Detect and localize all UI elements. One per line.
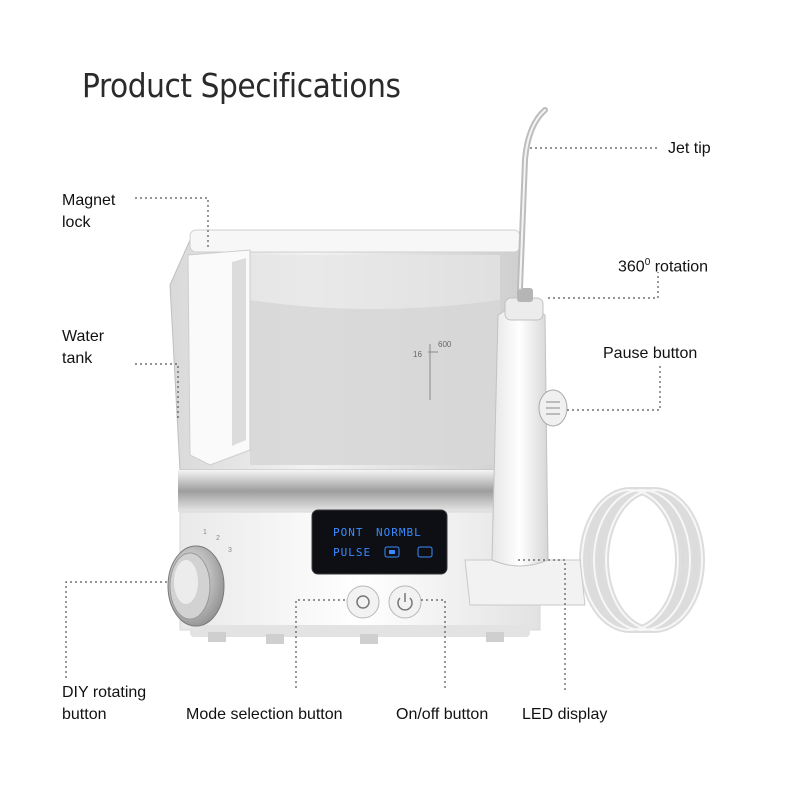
leader-diy-button (65, 581, 168, 678)
callout-mode-button: Mode selection button (186, 706, 343, 723)
callout-rotation: 3600 rotation (618, 252, 708, 278)
callout-water-tank: Water tank (62, 326, 104, 370)
led-mode-normal: NORMBL (376, 526, 422, 539)
callout-rotation-degree: 0 (644, 257, 651, 268)
svg-text:2: 2 (216, 535, 220, 542)
leader-water-tank (135, 363, 179, 420)
handle-holder (464, 559, 586, 606)
svg-text:3: 3 (228, 547, 232, 554)
callout-jet-tip: Jet tip (668, 140, 711, 157)
callout-water-tank-line2: tank (62, 350, 93, 367)
tank-scale-top: 600 (438, 340, 452, 349)
callout-water-tank-line1: Water (62, 328, 105, 345)
callout-magnet-lock: Magnet lock (62, 190, 115, 234)
callout-magnet-lock-line2: lock (62, 214, 91, 231)
flosser-handle[interactable] (491, 288, 549, 567)
jet-tip (517, 107, 548, 291)
callout-pause-button: Pause button (603, 345, 698, 362)
hose-coil (579, 487, 705, 633)
callout-diy-button-line1: DIY rotating (62, 684, 147, 701)
leader-magnet-lock (135, 197, 209, 248)
callout-diy-button: DIY rotating button (62, 682, 146, 726)
callout-magnet-lock-line1: Magnet (62, 192, 116, 209)
callout-rotation-value: 360 (618, 258, 645, 276)
leader-pause-button (567, 365, 661, 411)
mode-selection-button[interactable] (346, 585, 380, 619)
callout-onoff-button: On/off button (396, 706, 489, 723)
water-tank: 600 16 (169, 229, 521, 471)
leader-mode-button (295, 599, 346, 688)
led-mode-point: PONT (333, 526, 364, 539)
tank-scale-side: 16 (413, 350, 422, 359)
svg-text:1: 1 (203, 529, 207, 536)
leader-rotation (548, 272, 659, 299)
pause-button[interactable] (538, 389, 568, 427)
led-mode-pulse: PULSE (333, 546, 371, 559)
led-display: PONT NORMBL PULSE (311, 509, 448, 575)
leader-led-display (515, 559, 566, 690)
callout-diy-button-line2: button (62, 706, 107, 723)
diy-rotating-knob[interactable] (167, 545, 225, 627)
page-title: Product Specifications (82, 66, 401, 105)
chrome-band (178, 470, 498, 512)
callout-led-display: LED display (522, 706, 608, 723)
on-off-button[interactable] (388, 585, 422, 619)
callout-rotation-suffix: rotation (650, 258, 709, 276)
